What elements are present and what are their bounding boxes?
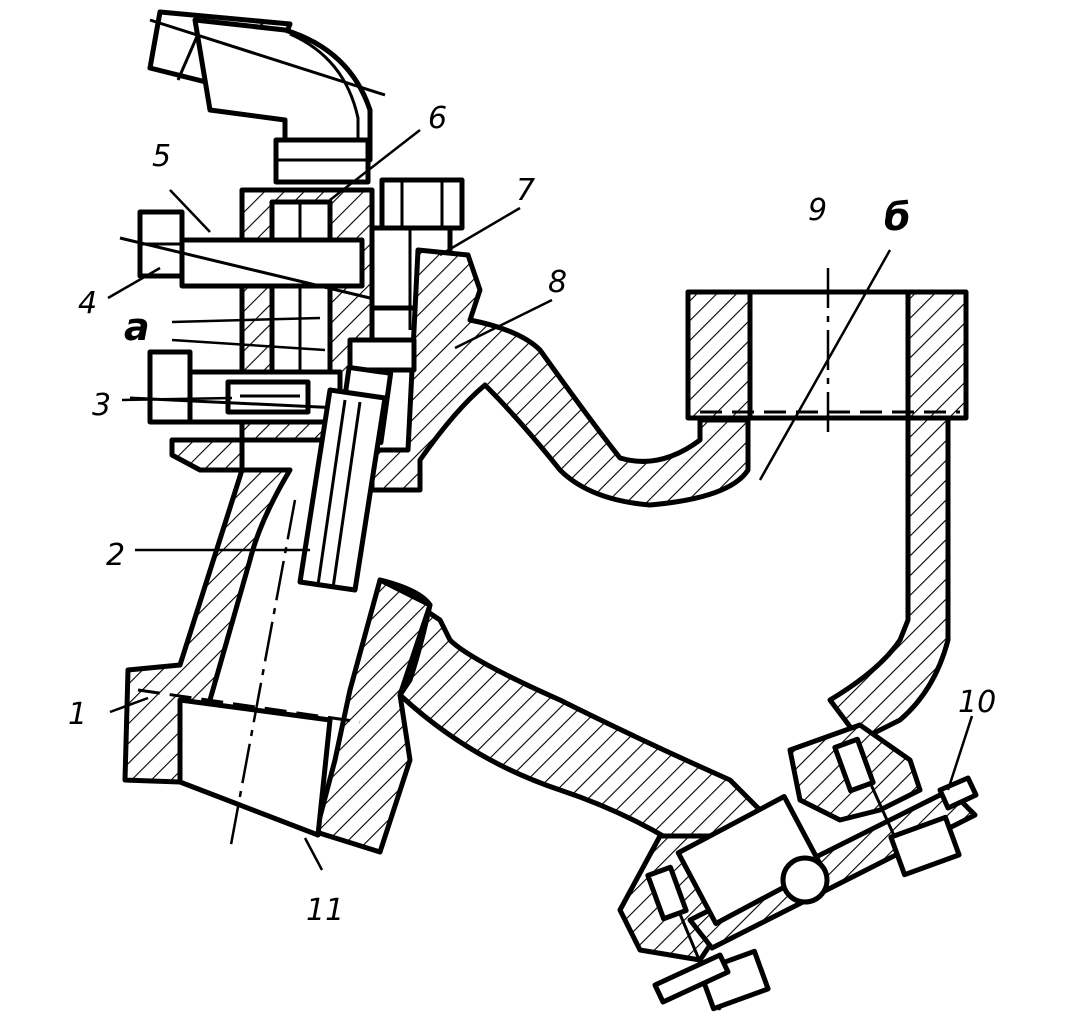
bolt-4 (119, 209, 371, 300)
upper-body-block (167, 187, 375, 473)
label-3: 3 (92, 388, 111, 423)
label-8: 8 (548, 265, 567, 300)
label-6: 6 (428, 101, 447, 136)
supply-pipe-elbow (147, 9, 386, 185)
outlet-flange-9 (685, 268, 969, 440)
label-1: 1 (68, 697, 87, 732)
bottom-cover-10 (645, 736, 979, 1012)
label-7: 7 (516, 173, 535, 208)
inlet-flange-11 (122, 467, 433, 855)
label-11: 11 (306, 893, 344, 928)
label-2: 2 (106, 538, 125, 573)
label-5: 5 (152, 139, 171, 174)
label-10: 10 (958, 685, 996, 720)
leader-lines (107, 129, 974, 871)
stem-2 (297, 337, 417, 593)
lower-body-chamber (377, 577, 923, 963)
right-body-wall (827, 415, 951, 743)
label-4: 4 (78, 286, 97, 321)
label-a: a (124, 305, 150, 349)
label-b: б (884, 195, 911, 239)
label-9: 9 (808, 193, 827, 228)
casting-body-8 (369, 247, 751, 508)
